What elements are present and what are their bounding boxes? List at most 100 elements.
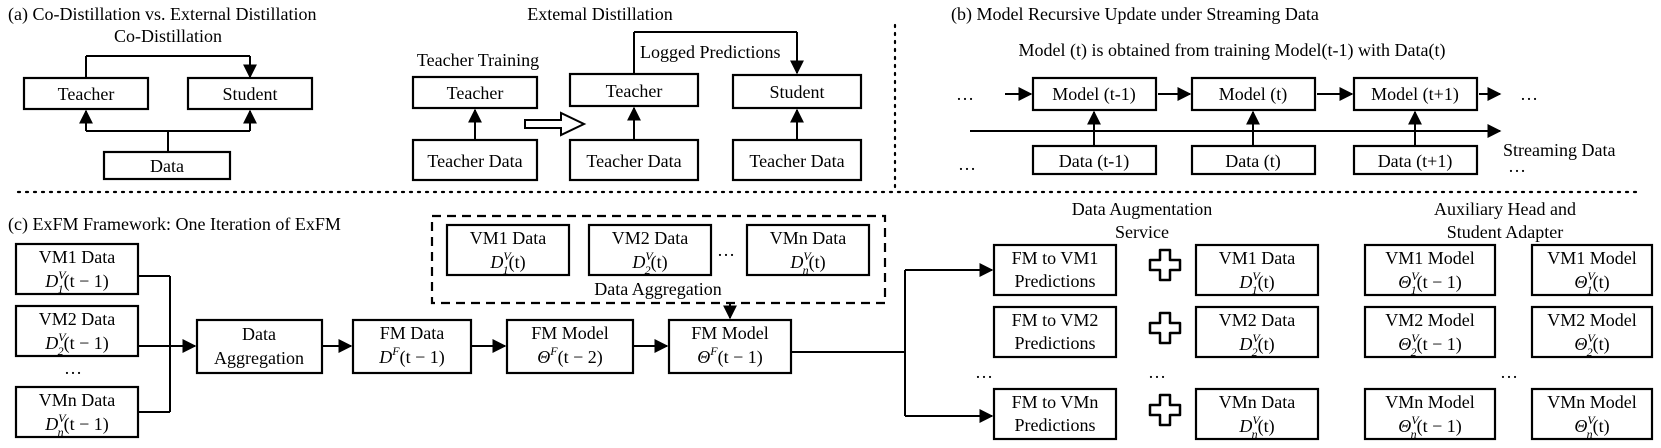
logged-predictions-label: Logged Predictions [640, 42, 780, 62]
vmn-data-right-box [1194, 387, 1320, 441]
fm-to-vm2-label-1: FM to VM2 [1012, 310, 1099, 330]
model-box-t1 [1352, 76, 1479, 112]
vm1-model-t-box [1530, 243, 1654, 297]
ellipsis-left-bottom: … [958, 154, 976, 174]
ellipsis-predictions: … [975, 362, 993, 382]
co-distillation-title: Co-Distillation [114, 26, 222, 46]
vmn-model-t-box [1530, 387, 1654, 441]
plus-icon [1148, 393, 1182, 427]
fm-to-vm1-label-2: Predictions [1015, 271, 1096, 291]
vmn-model-prev-box [1363, 387, 1497, 441]
co-data-box [102, 150, 232, 181]
streaming-data-label: Streaming Data [1503, 140, 1615, 160]
vmn-data-prev-label: VMn Data [39, 390, 115, 410]
aux-header-1: Auxiliary Head and [1434, 199, 1576, 219]
vm1-model-t-label: VM1 Model [1547, 248, 1637, 268]
vm1-data-right-label: VM1 Data [1219, 248, 1295, 268]
data-aggregation-label-2: Aggregation [214, 348, 304, 368]
model-label-t1: Model (t+1) [1371, 84, 1459, 105]
fm-model-prev-box [505, 318, 635, 375]
fm-model-math: ΘF(t − 1) [697, 344, 762, 368]
vm2-data-right-label: VM2 Data [1219, 310, 1295, 330]
co-data-label: Data [150, 156, 184, 176]
fm-model-label: FM Model [691, 323, 769, 343]
vm1-data-prev-box [14, 242, 140, 296]
vm2-data-prev-box [14, 304, 140, 358]
vm2-model-t-box [1530, 305, 1654, 359]
teacher-data-box-1 [411, 138, 539, 182]
data-box-t [1190, 144, 1317, 176]
co-teacher-label: Teacher [58, 84, 115, 104]
ellipsis-left-top: … [956, 84, 974, 104]
model-label-t-1: Model (t-1) [1052, 84, 1135, 105]
vmn-model-t-label: VMn Model [1547, 392, 1637, 412]
vm2-data-right-box [1194, 305, 1320, 359]
model-box-t-1 [1031, 76, 1158, 112]
vmn-data-t-label: VMn Data [770, 228, 846, 248]
data-box-t1 [1352, 144, 1479, 176]
data-label-t1: Data (t+1) [1378, 151, 1453, 172]
panel-a: (a) Co-Distillation vs. External Distill… [8, 4, 863, 182]
vm2-model-t-label: VM2 Model [1547, 310, 1637, 330]
fm-to-vmn-label-2: Predictions [1015, 415, 1096, 435]
fm-to-vmn-predictions-box [992, 387, 1118, 441]
model-box-t [1190, 76, 1317, 112]
co-teacher-box [22, 76, 150, 111]
ellipsis-vm-prev: … [64, 358, 82, 378]
vmn-model-prev-label: VMn Model [1385, 392, 1475, 412]
fm-model-prev-label: FM Model [531, 323, 609, 343]
augmentation-header-2: Service [1115, 222, 1169, 242]
data-aggregation-caption: Data Aggregation [594, 279, 721, 299]
panel-a-title: (a) Co-Distillation vs. External Distill… [8, 4, 316, 25]
plus-icon [1148, 248, 1182, 282]
teacher-data-box-2 [568, 138, 700, 182]
ext-student-box [731, 73, 863, 110]
data-aggregation-group [430, 214, 887, 305]
vm2-data-t-box [587, 223, 713, 277]
vm1-data-right-box [1194, 243, 1320, 297]
data-box-t-1 [1031, 144, 1158, 176]
ellipsis-plus: … [1148, 362, 1166, 382]
vmn-data-t-box [745, 223, 871, 277]
vm2-model-prev-label: VM2 Model [1385, 310, 1475, 330]
ext-teacher-label-2: Teacher [606, 81, 663, 101]
teacher-data-label-1: Teacher Data [427, 151, 522, 171]
ellipsis-vm-model: … [1500, 362, 1518, 382]
vm1-data-t-box [445, 223, 571, 277]
vm1-model-prev-box [1363, 243, 1497, 297]
vm1-data-t-label: VM1 Data [470, 228, 546, 248]
plus-icon [1148, 311, 1182, 345]
panel-c-title: (c) ExFM Framework: One Iteration of ExF… [8, 214, 341, 235]
data-aggregation-box [195, 318, 324, 375]
teacher-training-label: Teacher Training [417, 50, 539, 70]
teacher-data-label-2: Teacher Data [586, 151, 681, 171]
vmn-data-right-label: VMn Data [1219, 392, 1295, 412]
ext-teacher-box-1 [411, 75, 539, 110]
fm-data-math: DF(t − 1) [378, 344, 444, 368]
data-label-t-1: Data (t-1) [1059, 151, 1129, 172]
vm2-data-t-label: VM2 Data [612, 228, 688, 248]
hollow-transition-arrow [524, 111, 587, 137]
ellipsis-vm-t: … [717, 240, 735, 260]
vm1-data-prev-label: VM1 Data [39, 247, 115, 267]
data-label-t: Data (t) [1225, 151, 1280, 172]
data-aggregation-label-1: Data [242, 324, 276, 344]
aux-header-2: Student Adapter [1447, 222, 1563, 242]
panel-b-title: (b) Model Recursive Update under Streami… [951, 4, 1319, 25]
ext-teacher-label-1: Teacher [447, 83, 504, 103]
panel-b: (b) Model Recursive Update under Streami… [951, 4, 1615, 176]
panel-b-subtitle: Model (t) is obtained from training Mode… [1019, 40, 1446, 61]
fm-to-vmn-label-1: FM to VMn [1012, 392, 1099, 412]
vm2-data-prev-label: VM2 Data [39, 309, 115, 329]
